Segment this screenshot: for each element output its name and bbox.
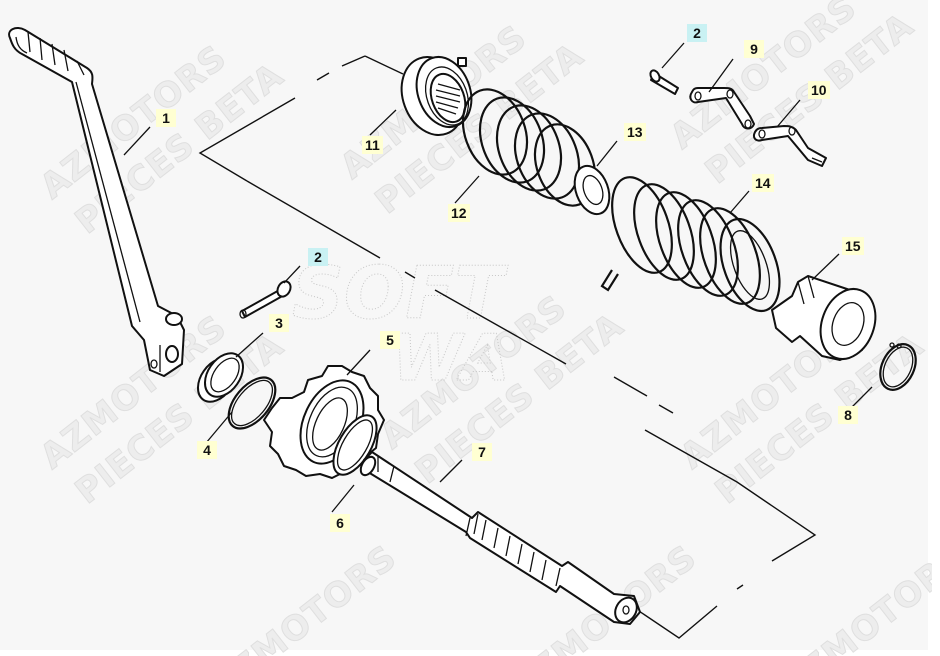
callout-2-bolt-lower[interactable]: 2	[308, 248, 328, 266]
callout-9-ratchet-plate-a[interactable]: 9	[744, 40, 764, 58]
callout-12-small-spring[interactable]: 12	[448, 204, 470, 222]
small-spring[interactable]	[452, 80, 606, 214]
return-spring[interactable]	[600, 169, 790, 319]
callout-7-kickstart-shaft[interactable]: 7	[472, 443, 492, 461]
ratchet-plate-b[interactable]	[752, 125, 827, 167]
callout-2-bolt-upper[interactable]: 2	[687, 24, 707, 42]
assembly-axis-outline	[198, 55, 817, 639]
callout-3-bushing[interactable]: 3	[269, 314, 289, 332]
kickstart-shaft[interactable]	[358, 451, 641, 626]
svg-text:WA: WA	[392, 322, 510, 396]
callout-13-washer[interactable]: 13	[624, 123, 646, 141]
leader-lines	[123, 42, 873, 513]
callout-5-kick-gear[interactable]: 5	[380, 331, 400, 349]
ratchet-plate-a[interactable]	[689, 87, 755, 130]
callout-8-circlip[interactable]: 8	[838, 406, 858, 424]
callout-15-spring-guide[interactable]: 15	[842, 237, 864, 255]
callout-4-o-ring[interactable]: 4	[197, 441, 217, 459]
o-ring[interactable]	[220, 369, 285, 437]
spring-guide[interactable]	[771, 275, 885, 367]
bolt-upper[interactable]	[649, 69, 679, 95]
kick-lever[interactable]	[8, 27, 185, 377]
ratchet-bearing-sleeve[interactable]	[391, 48, 481, 144]
washer[interactable]	[568, 161, 615, 219]
callout-11-ratchet-bearing-sleeve[interactable]: 11	[362, 136, 383, 154]
callout-14-return-spring[interactable]: 14	[752, 174, 774, 192]
callout-10-ratchet-plate-b[interactable]: 10	[808, 81, 830, 99]
shim-washer[interactable]	[325, 408, 386, 481]
callout-1-kick-lever[interactable]: 1	[156, 109, 176, 127]
callout-6-shim-washer[interactable]: 6	[330, 514, 350, 532]
bolt-lower[interactable]	[239, 279, 293, 319]
circlip[interactable]	[873, 338, 922, 395]
